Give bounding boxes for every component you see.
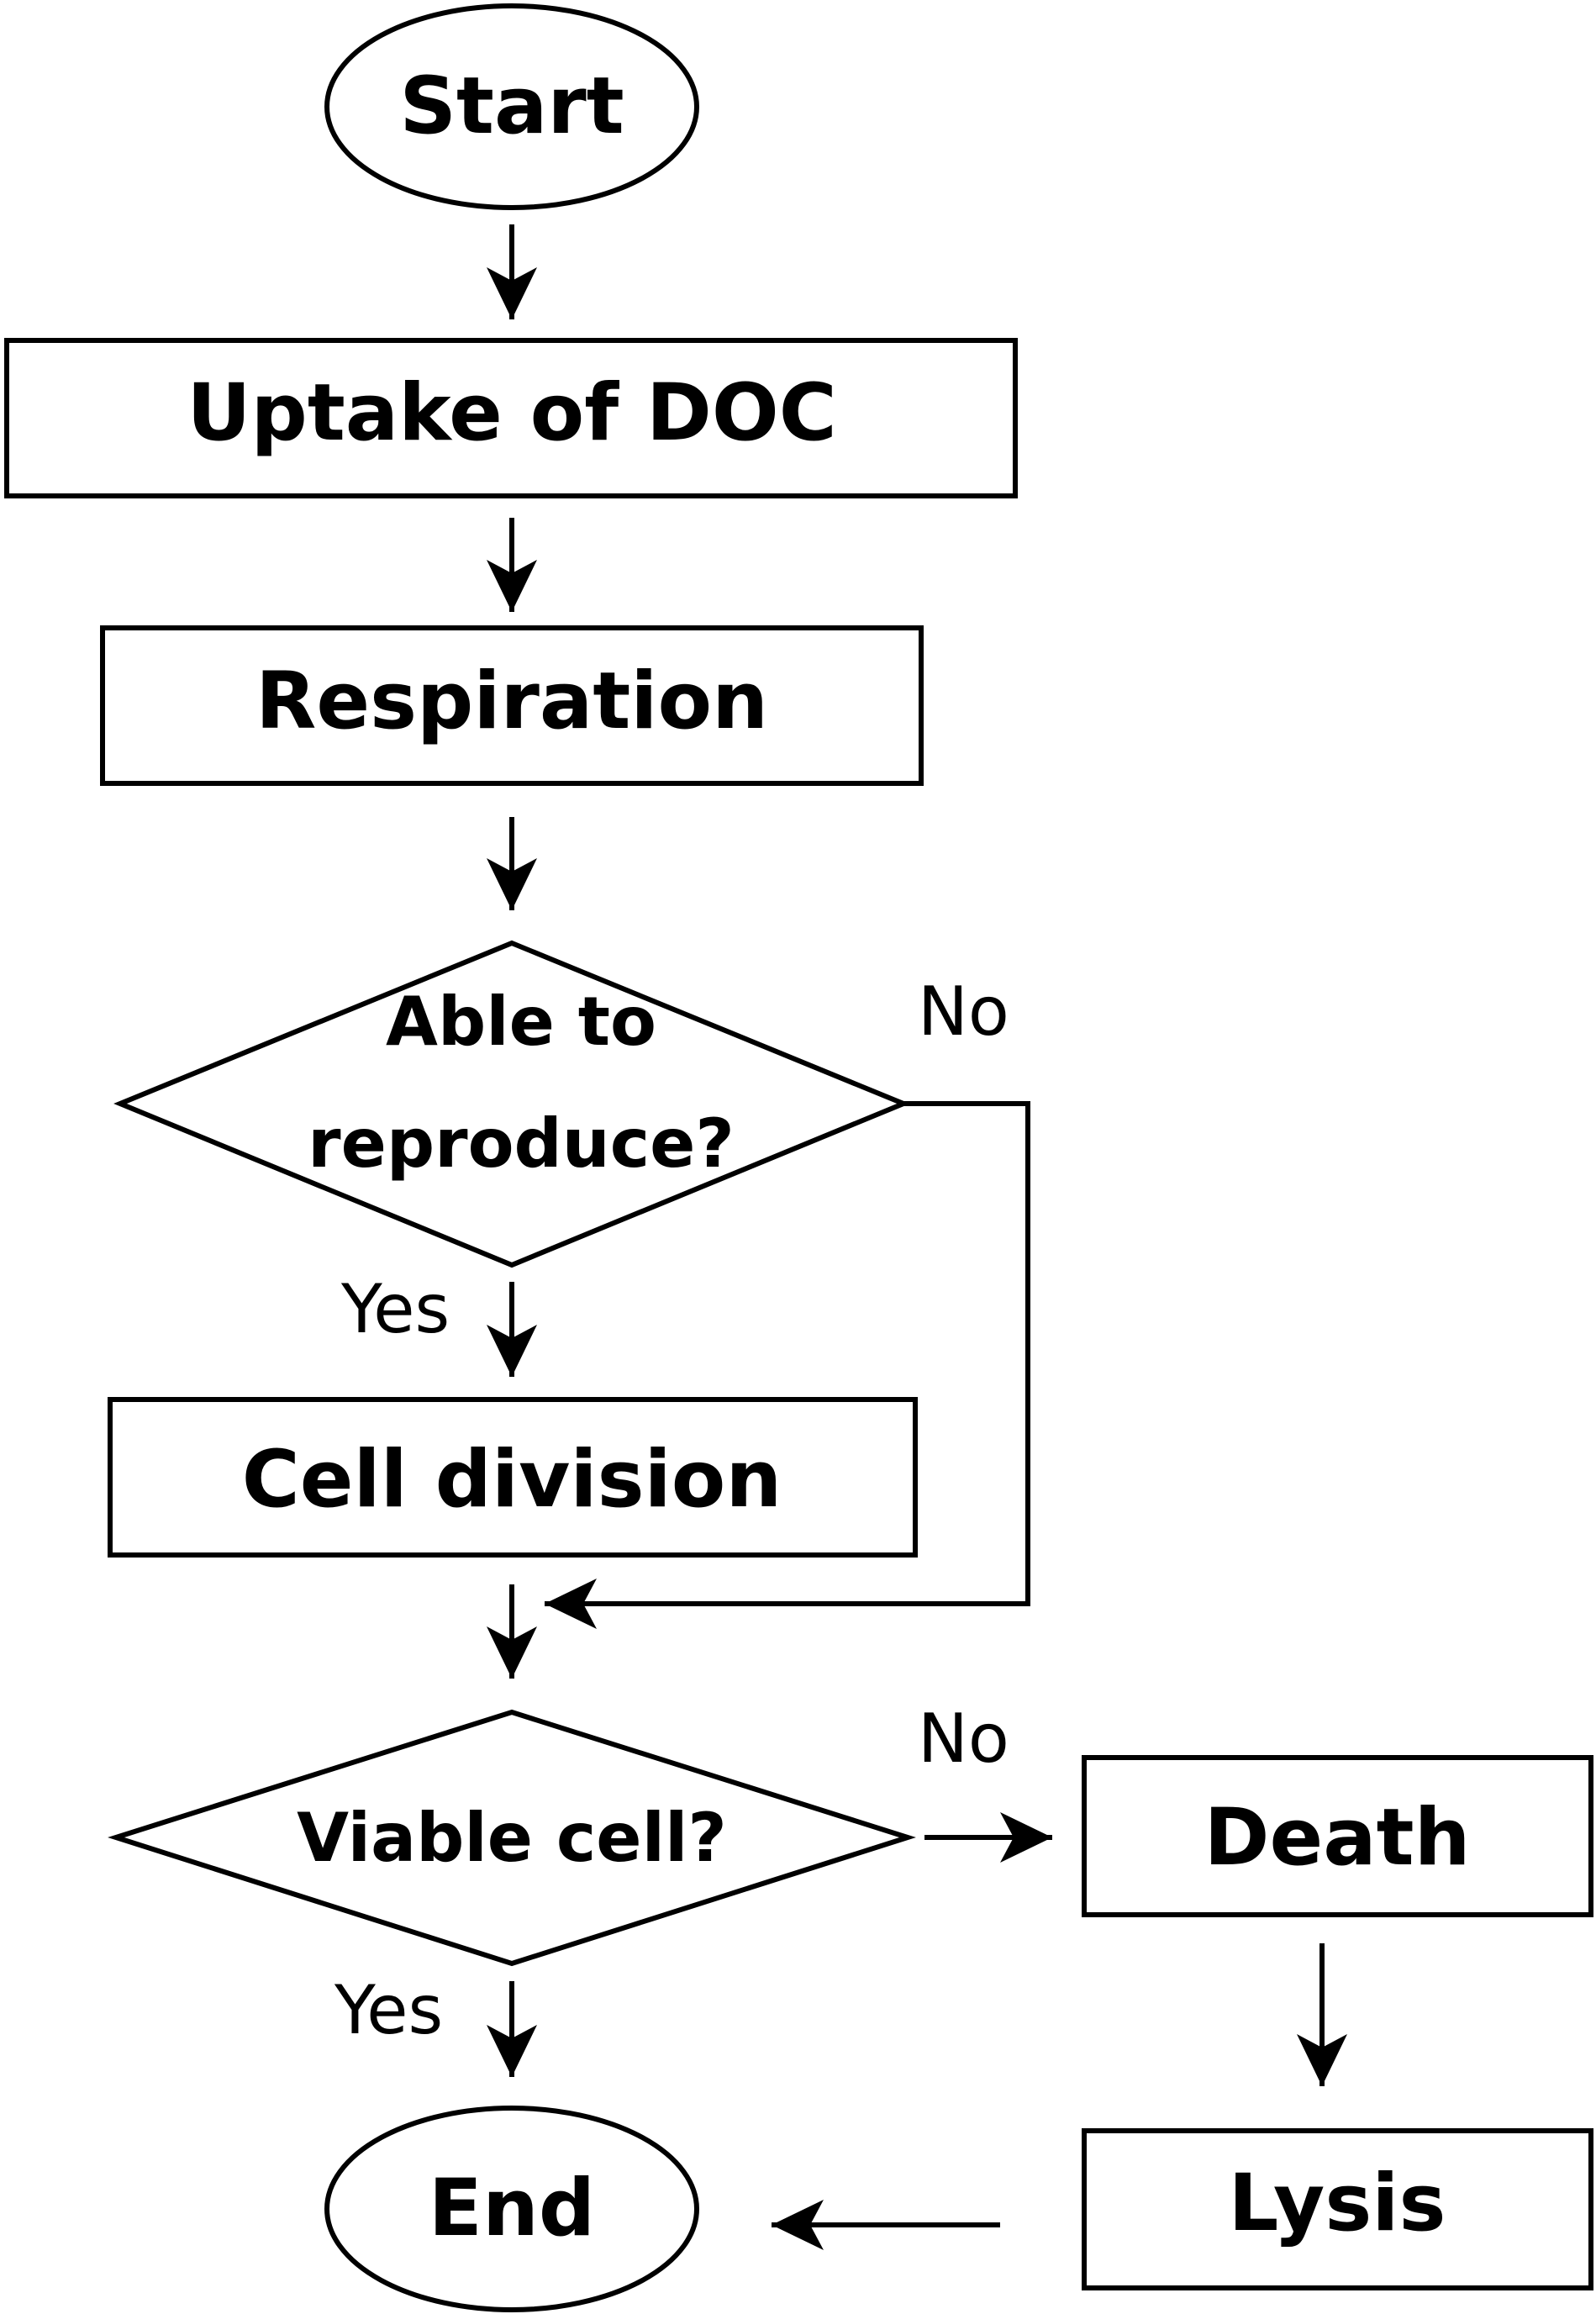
- viable-label: Viable cell?: [297, 1799, 727, 1877]
- viable-yes-label: Yes: [334, 1971, 443, 2049]
- end-label: End: [429, 2163, 595, 2254]
- reproduce-decision: [113, 940, 910, 1268]
- respiration-node: [100, 625, 924, 786]
- lysis-label: Lysis: [1229, 2158, 1446, 2249]
- uptake-node: [4, 338, 1018, 498]
- reproduce-yes-label: Yes: [340, 1270, 450, 1348]
- reproduce-label-line1: Able to: [386, 983, 656, 1061]
- lysis-node: [1082, 2128, 1593, 2290]
- start-node: [324, 3, 699, 210]
- death-label: Death: [1204, 1792, 1470, 1884]
- reproduce-label-line2: reproduce?: [308, 1104, 735, 1183]
- respiration-label: Respiration: [255, 656, 768, 747]
- reproduce-no-label: No: [918, 973, 1009, 1051]
- arrow-reproduce-no: [545, 1101, 1030, 1629]
- end-node: [324, 2106, 699, 2312]
- cell-division-label: Cell division: [242, 1434, 782, 1526]
- uptake-label: Uptake of DOC: [187, 367, 837, 459]
- viable-decision: [108, 1709, 916, 1967]
- viable-no-label: No: [918, 1700, 1009, 1778]
- death-node: [1082, 1755, 1593, 1917]
- start-label: Start: [399, 61, 624, 152]
- cell-division-node: [108, 1397, 918, 1558]
